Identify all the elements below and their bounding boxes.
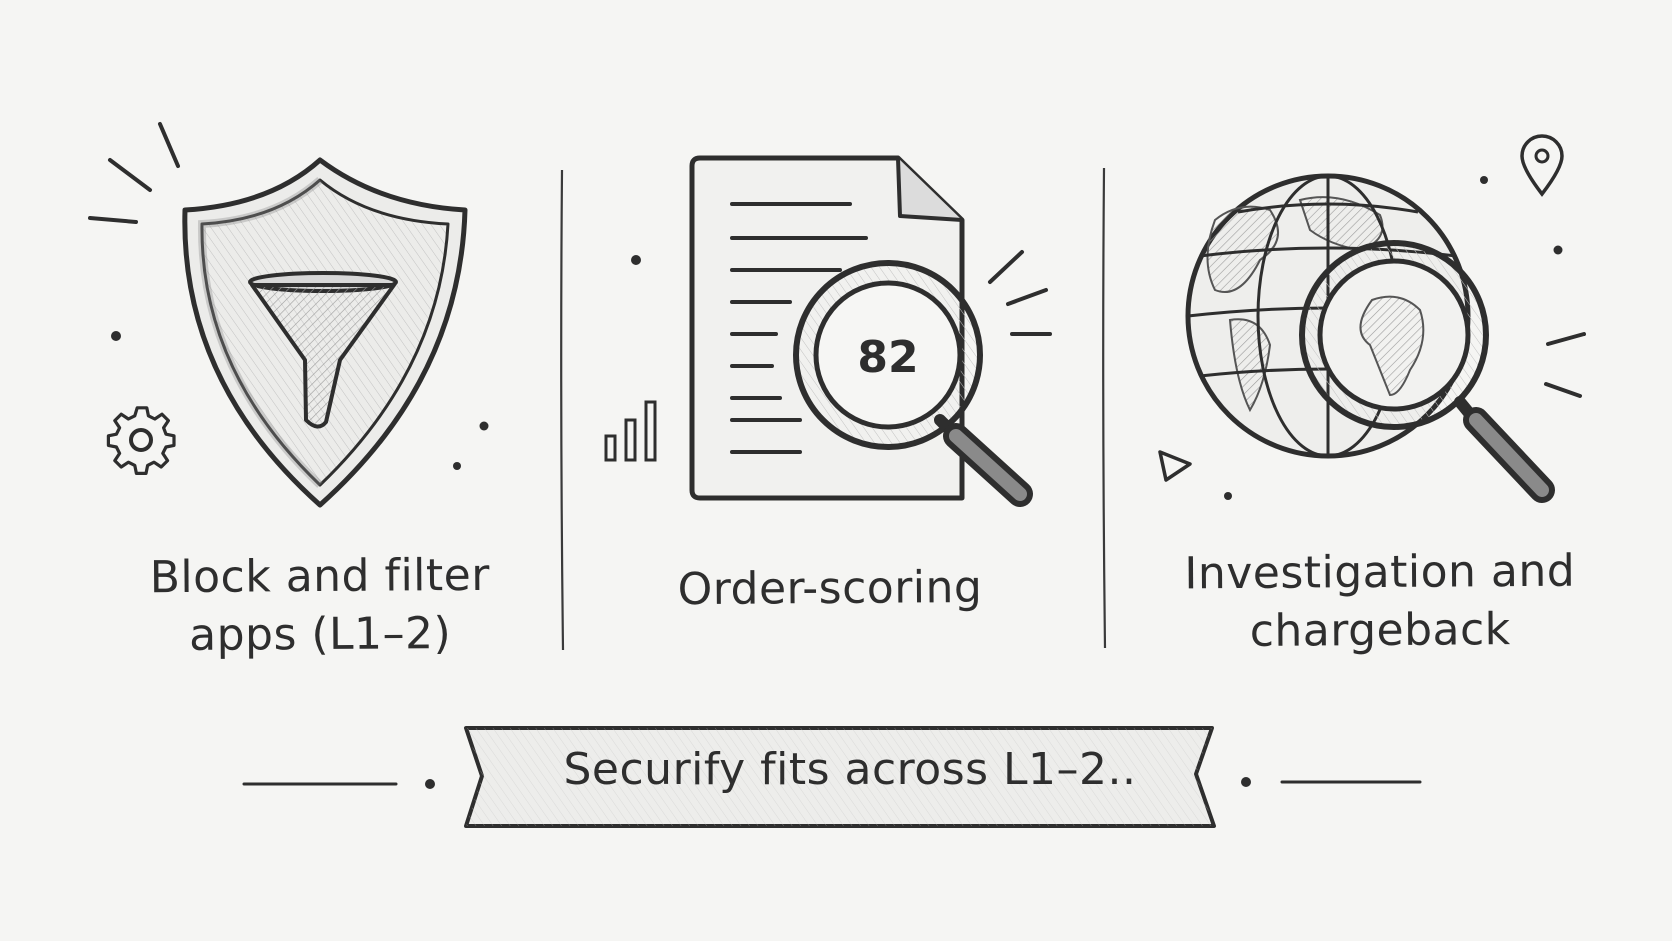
panel-label-line: Block and filter	[149, 549, 491, 604]
panel-label-line: apps (L1–2)	[188, 608, 452, 661]
decor-dot	[631, 255, 641, 265]
gear-icon	[106, 406, 176, 476]
bar-chart-icon	[604, 400, 657, 462]
panel-divider-left	[560, 169, 565, 651]
document-lines	[730, 202, 868, 454]
banner-text: Securify fits across L1–2..	[563, 744, 1137, 795]
panel-label-line: Investigation and	[1184, 545, 1576, 600]
panel-label-line: Order-scoring	[677, 561, 983, 616]
triangle-icon	[1158, 450, 1192, 482]
panel-label-line: chargeback	[1249, 604, 1511, 657]
panel-label-order-scoring: Order-scoring	[610, 558, 1050, 619]
sparkle-lines-icon	[88, 122, 180, 224]
funnel-icon	[248, 271, 398, 429]
decor-dots-icon	[111, 331, 489, 470]
score-value: 82	[857, 332, 918, 383]
sparkle-lines-icon	[988, 250, 1052, 336]
magnifier-icon	[1299, 240, 1555, 503]
panel-label-block-filter: Block and filter apps (L1–2)	[120, 547, 521, 666]
panel-label-investigation: Investigation and chargeback	[1150, 542, 1611, 661]
shield-funnel-icon	[88, 122, 489, 508]
decor-dots-icon	[1224, 176, 1563, 500]
sparkle-lines-icon	[1544, 332, 1586, 398]
ribbon-banner	[242, 726, 1422, 828]
globe-magnifier-icon	[1158, 134, 1586, 503]
magnifier-icon	[793, 260, 1033, 507]
document-magnifier-icon: 82	[604, 155, 1052, 507]
map-pin-icon	[1520, 134, 1564, 197]
panel-divider-right	[1102, 167, 1107, 649]
